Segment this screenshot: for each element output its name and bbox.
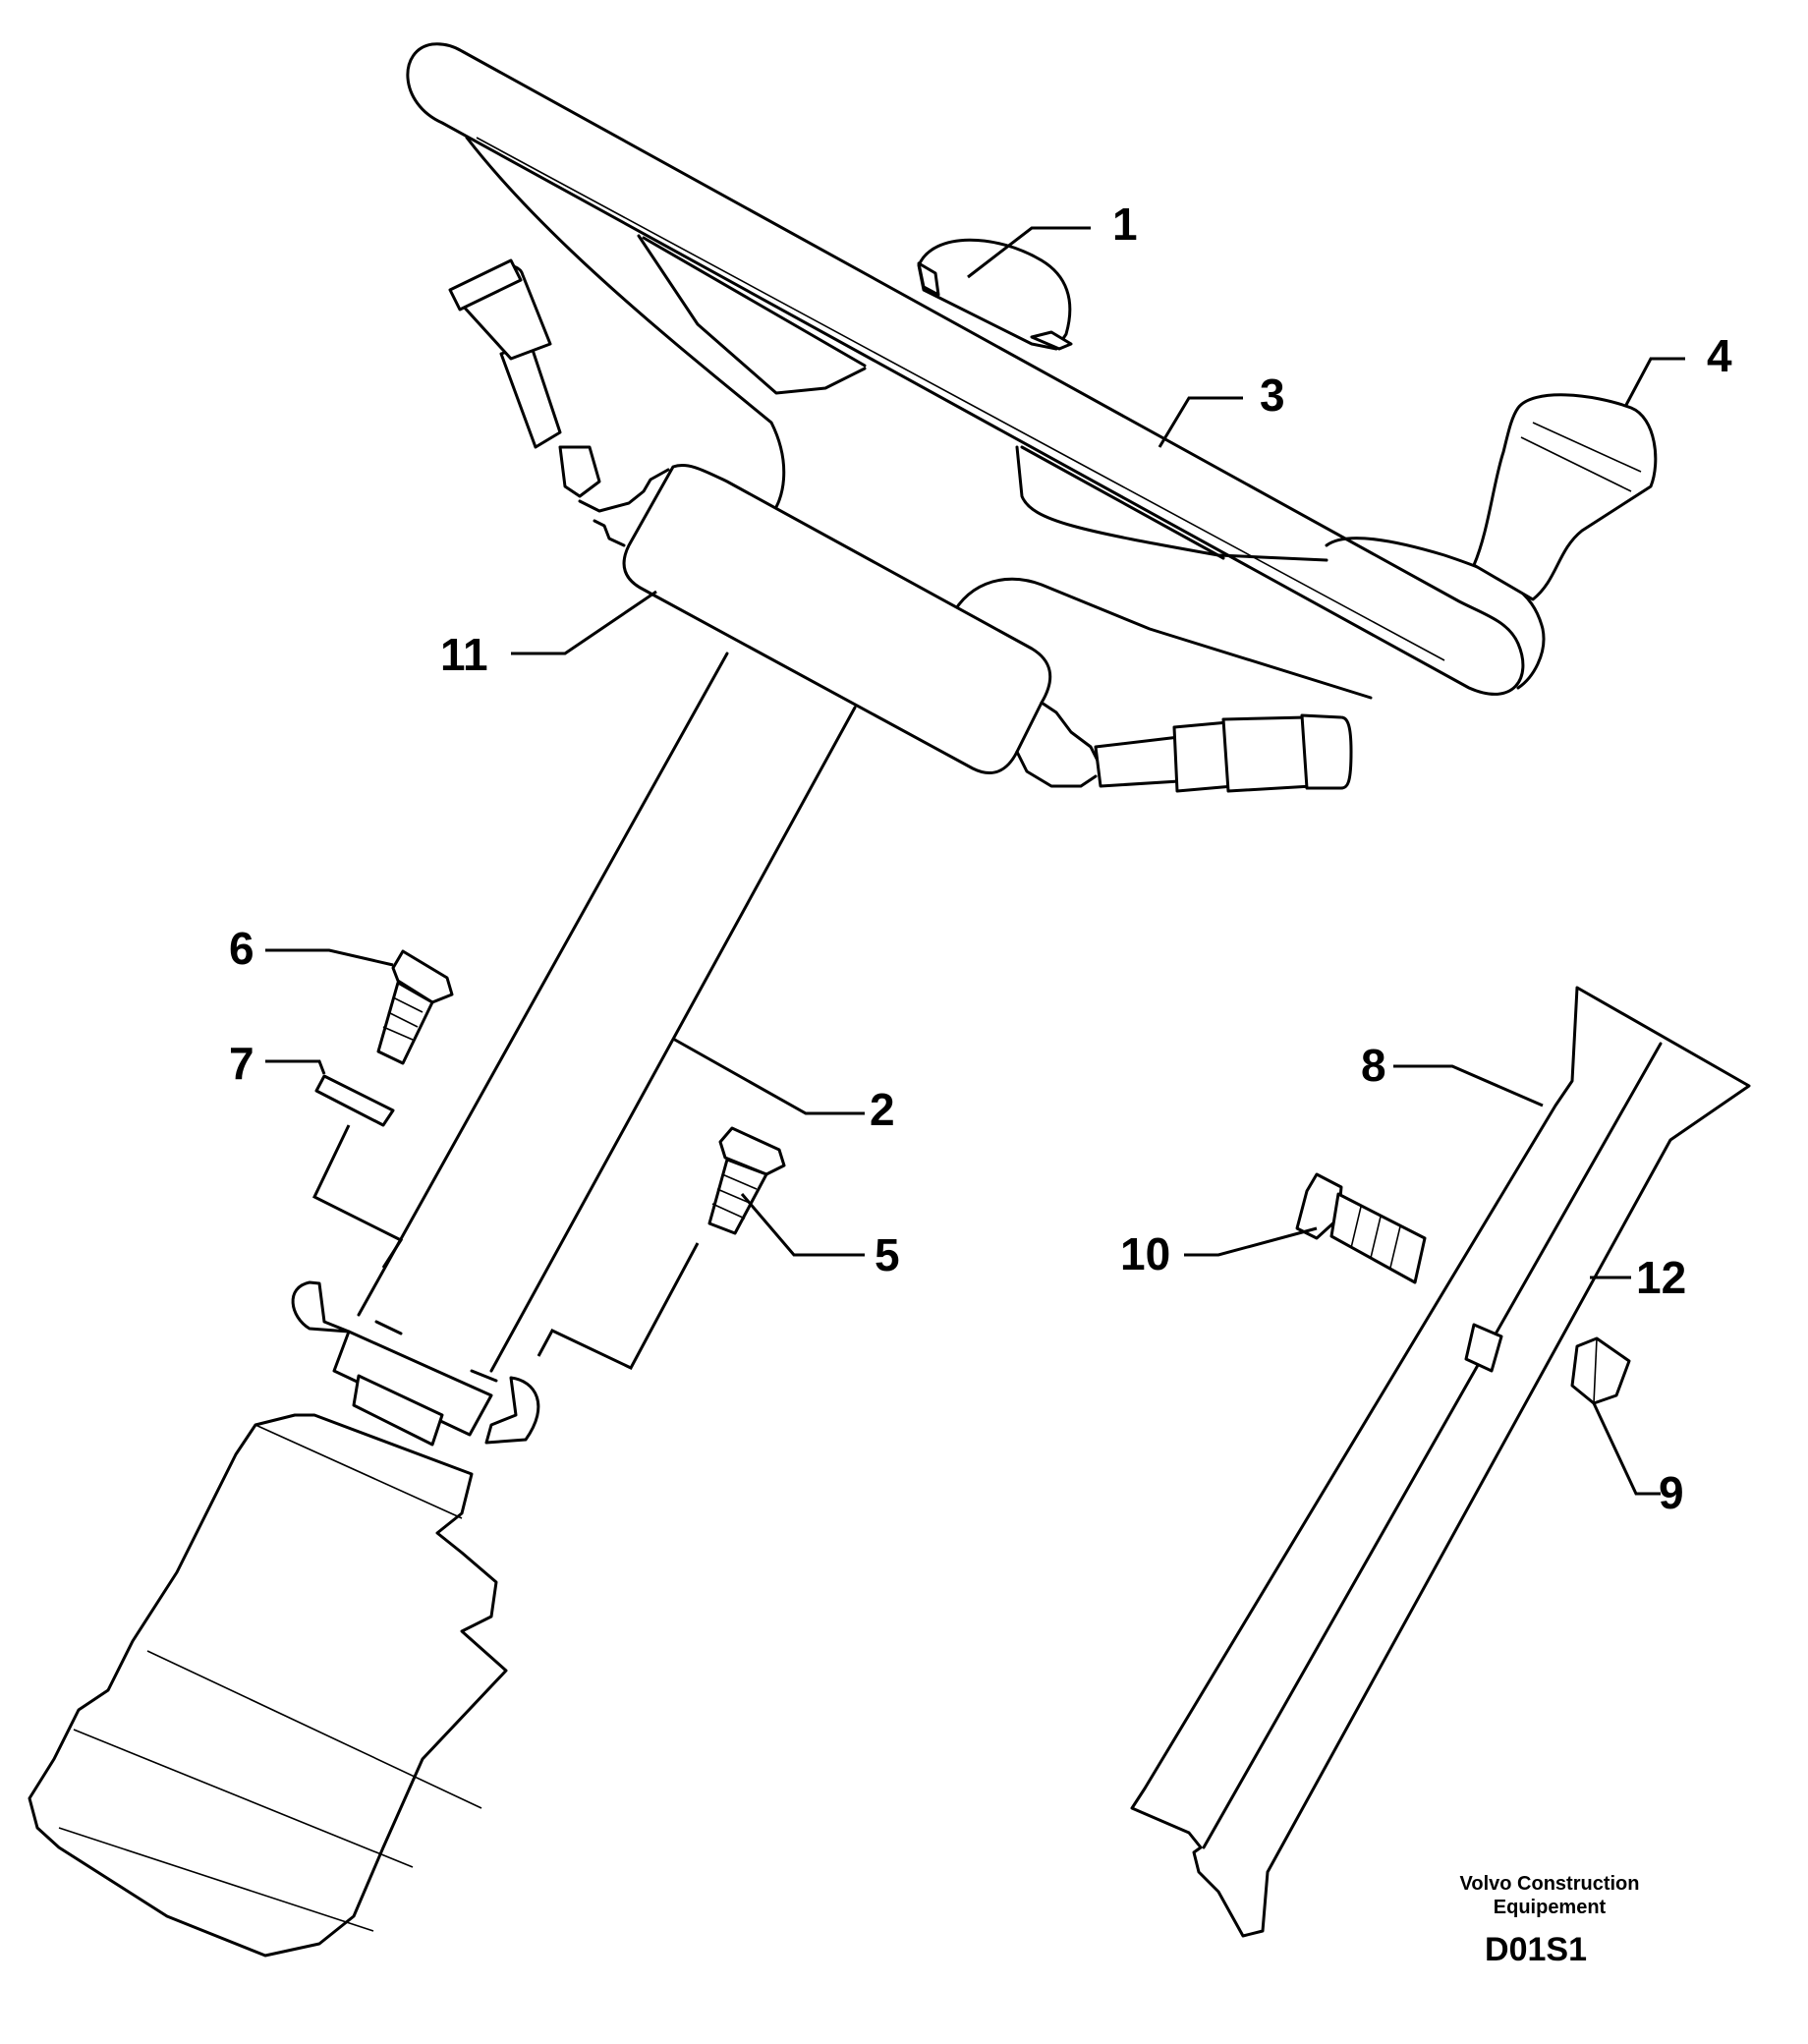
callout-5: 5 <box>875 1229 900 1280</box>
nut-9 <box>1570 1336 1631 1405</box>
drawing-code: D01S1 <box>1485 1931 1587 1968</box>
callout-1: 1 <box>1112 199 1138 250</box>
bolt-10 <box>1295 1172 1427 1284</box>
steering-column <box>357 652 857 1383</box>
footer-company-line2: Equipement <box>1494 1897 1607 1918</box>
callout-12: 12 <box>1636 1252 1686 1303</box>
steering-unit <box>28 1280 540 1958</box>
callout-labels: 1 2 3 4 5 6 7 8 9 10 11 12 <box>229 199 1732 1518</box>
callout-10: 10 <box>1120 1228 1170 1279</box>
spinner-knob <box>1472 393 1658 601</box>
column-switch <box>448 258 1353 793</box>
callout-9: 9 <box>1659 1467 1684 1518</box>
callout-6: 6 <box>229 923 254 974</box>
steering-wheel <box>406 42 1546 700</box>
callout-4: 4 <box>1707 330 1732 381</box>
leader-lines <box>265 226 1685 1496</box>
footer: Volvo Construction Equipement D01S1 <box>1460 1873 1640 1968</box>
column-bracket <box>1130 986 1751 1938</box>
horn-cap <box>917 238 1073 351</box>
shim-7 <box>314 1074 395 1127</box>
bolt-5 <box>707 1126 786 1235</box>
callout-8: 8 <box>1361 1040 1386 1091</box>
callout-2: 2 <box>870 1084 895 1135</box>
footer-company: Volvo Construction <box>1460 1873 1640 1895</box>
bolt-6 <box>376 949 454 1065</box>
callout-7: 7 <box>229 1038 254 1089</box>
callout-11: 11 <box>440 629 488 680</box>
callout-3: 3 <box>1260 369 1285 421</box>
